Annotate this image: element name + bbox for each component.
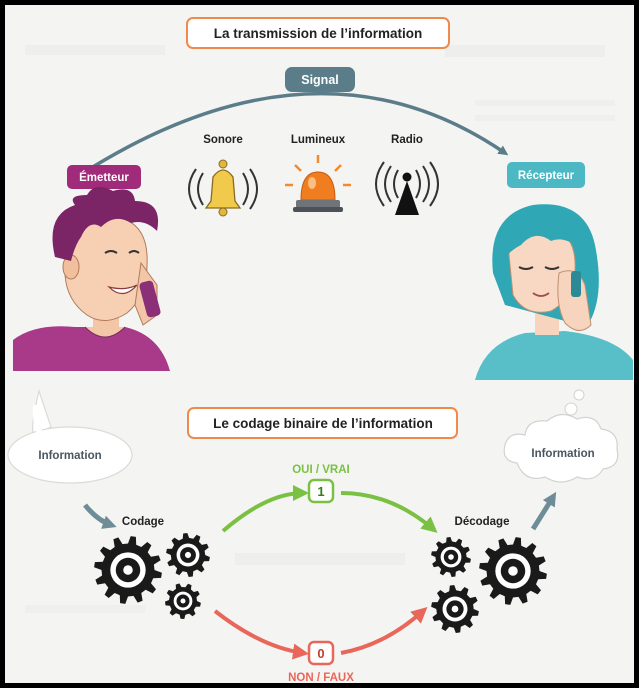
transmission-title-text: La transmission de l’information: [214, 26, 423, 41]
binary-coding-title: Le codage binaire de l’information: [187, 407, 458, 439]
sender-badge: Émetteur: [67, 165, 141, 189]
bit-one-value: 1: [317, 484, 324, 499]
coding-gear-small: [165, 583, 201, 619]
decoding-label: Décodage: [455, 516, 510, 528]
false-label: NON / FAUX: [288, 672, 354, 683]
true-path-arrow-left: [221, 485, 309, 533]
signal-arc: [82, 91, 509, 175]
signal-badge: Signal: [285, 67, 355, 92]
receiver-label: Récepteur: [518, 170, 575, 182]
diagram-frame: La transmission de l’information Signal …: [5, 5, 634, 683]
channel-sonore-label: Sonore: [203, 134, 243, 146]
receiver-badge: Récepteur: [507, 162, 585, 188]
true-path-arrow-right: [340, 491, 438, 533]
coding-label: Codage: [122, 516, 164, 528]
bit-one-box: 1: [307, 478, 335, 504]
decoding-to-information-arrow: [530, 491, 557, 531]
decoding-gears-icon: [431, 537, 547, 633]
bit-zero-value: 0: [317, 646, 324, 661]
decoding-gear-small: [431, 537, 471, 577]
receiver-information-text: Information: [531, 448, 594, 460]
receiver-information-cloud: Information: [503, 389, 619, 483]
bell-icon: [188, 159, 258, 217]
sender-person-illustration: [13, 186, 170, 371]
transmission-title: La transmission de l’information: [186, 17, 450, 49]
decoding-gear-medium: [431, 585, 479, 633]
coding-gears-icon: [94, 533, 210, 619]
coding-gear-large: [94, 536, 162, 604]
binary-coding-title-text: Le codage binaire de l’information: [213, 416, 433, 431]
background-faded-text: [25, 45, 615, 613]
sender-information-text: Information: [38, 450, 101, 462]
false-path-arrow-right: [340, 607, 428, 655]
false-path-arrow-left: [213, 609, 309, 660]
receiver-person-illustration: [475, 204, 633, 380]
information-to-coding-arrow: [83, 503, 117, 529]
bit-zero-box: 0: [307, 640, 335, 666]
beacon-light-icon: [285, 155, 351, 212]
true-label: OUI / VRAI: [292, 464, 350, 476]
sender-label: Émetteur: [79, 171, 129, 184]
sender-information-bubble: Information: [7, 388, 133, 484]
channel-radio-label: Radio: [391, 134, 423, 146]
signal-label: Signal: [301, 73, 339, 87]
radio-antenna-icon: [375, 161, 439, 215]
channel-lumineux-label: Lumineux: [291, 134, 346, 146]
diagram-canvas: La transmission de l’information Signal …: [7, 17, 633, 683]
coding-gear-medium: [166, 533, 210, 577]
decoding-gear-large: [479, 537, 547, 605]
